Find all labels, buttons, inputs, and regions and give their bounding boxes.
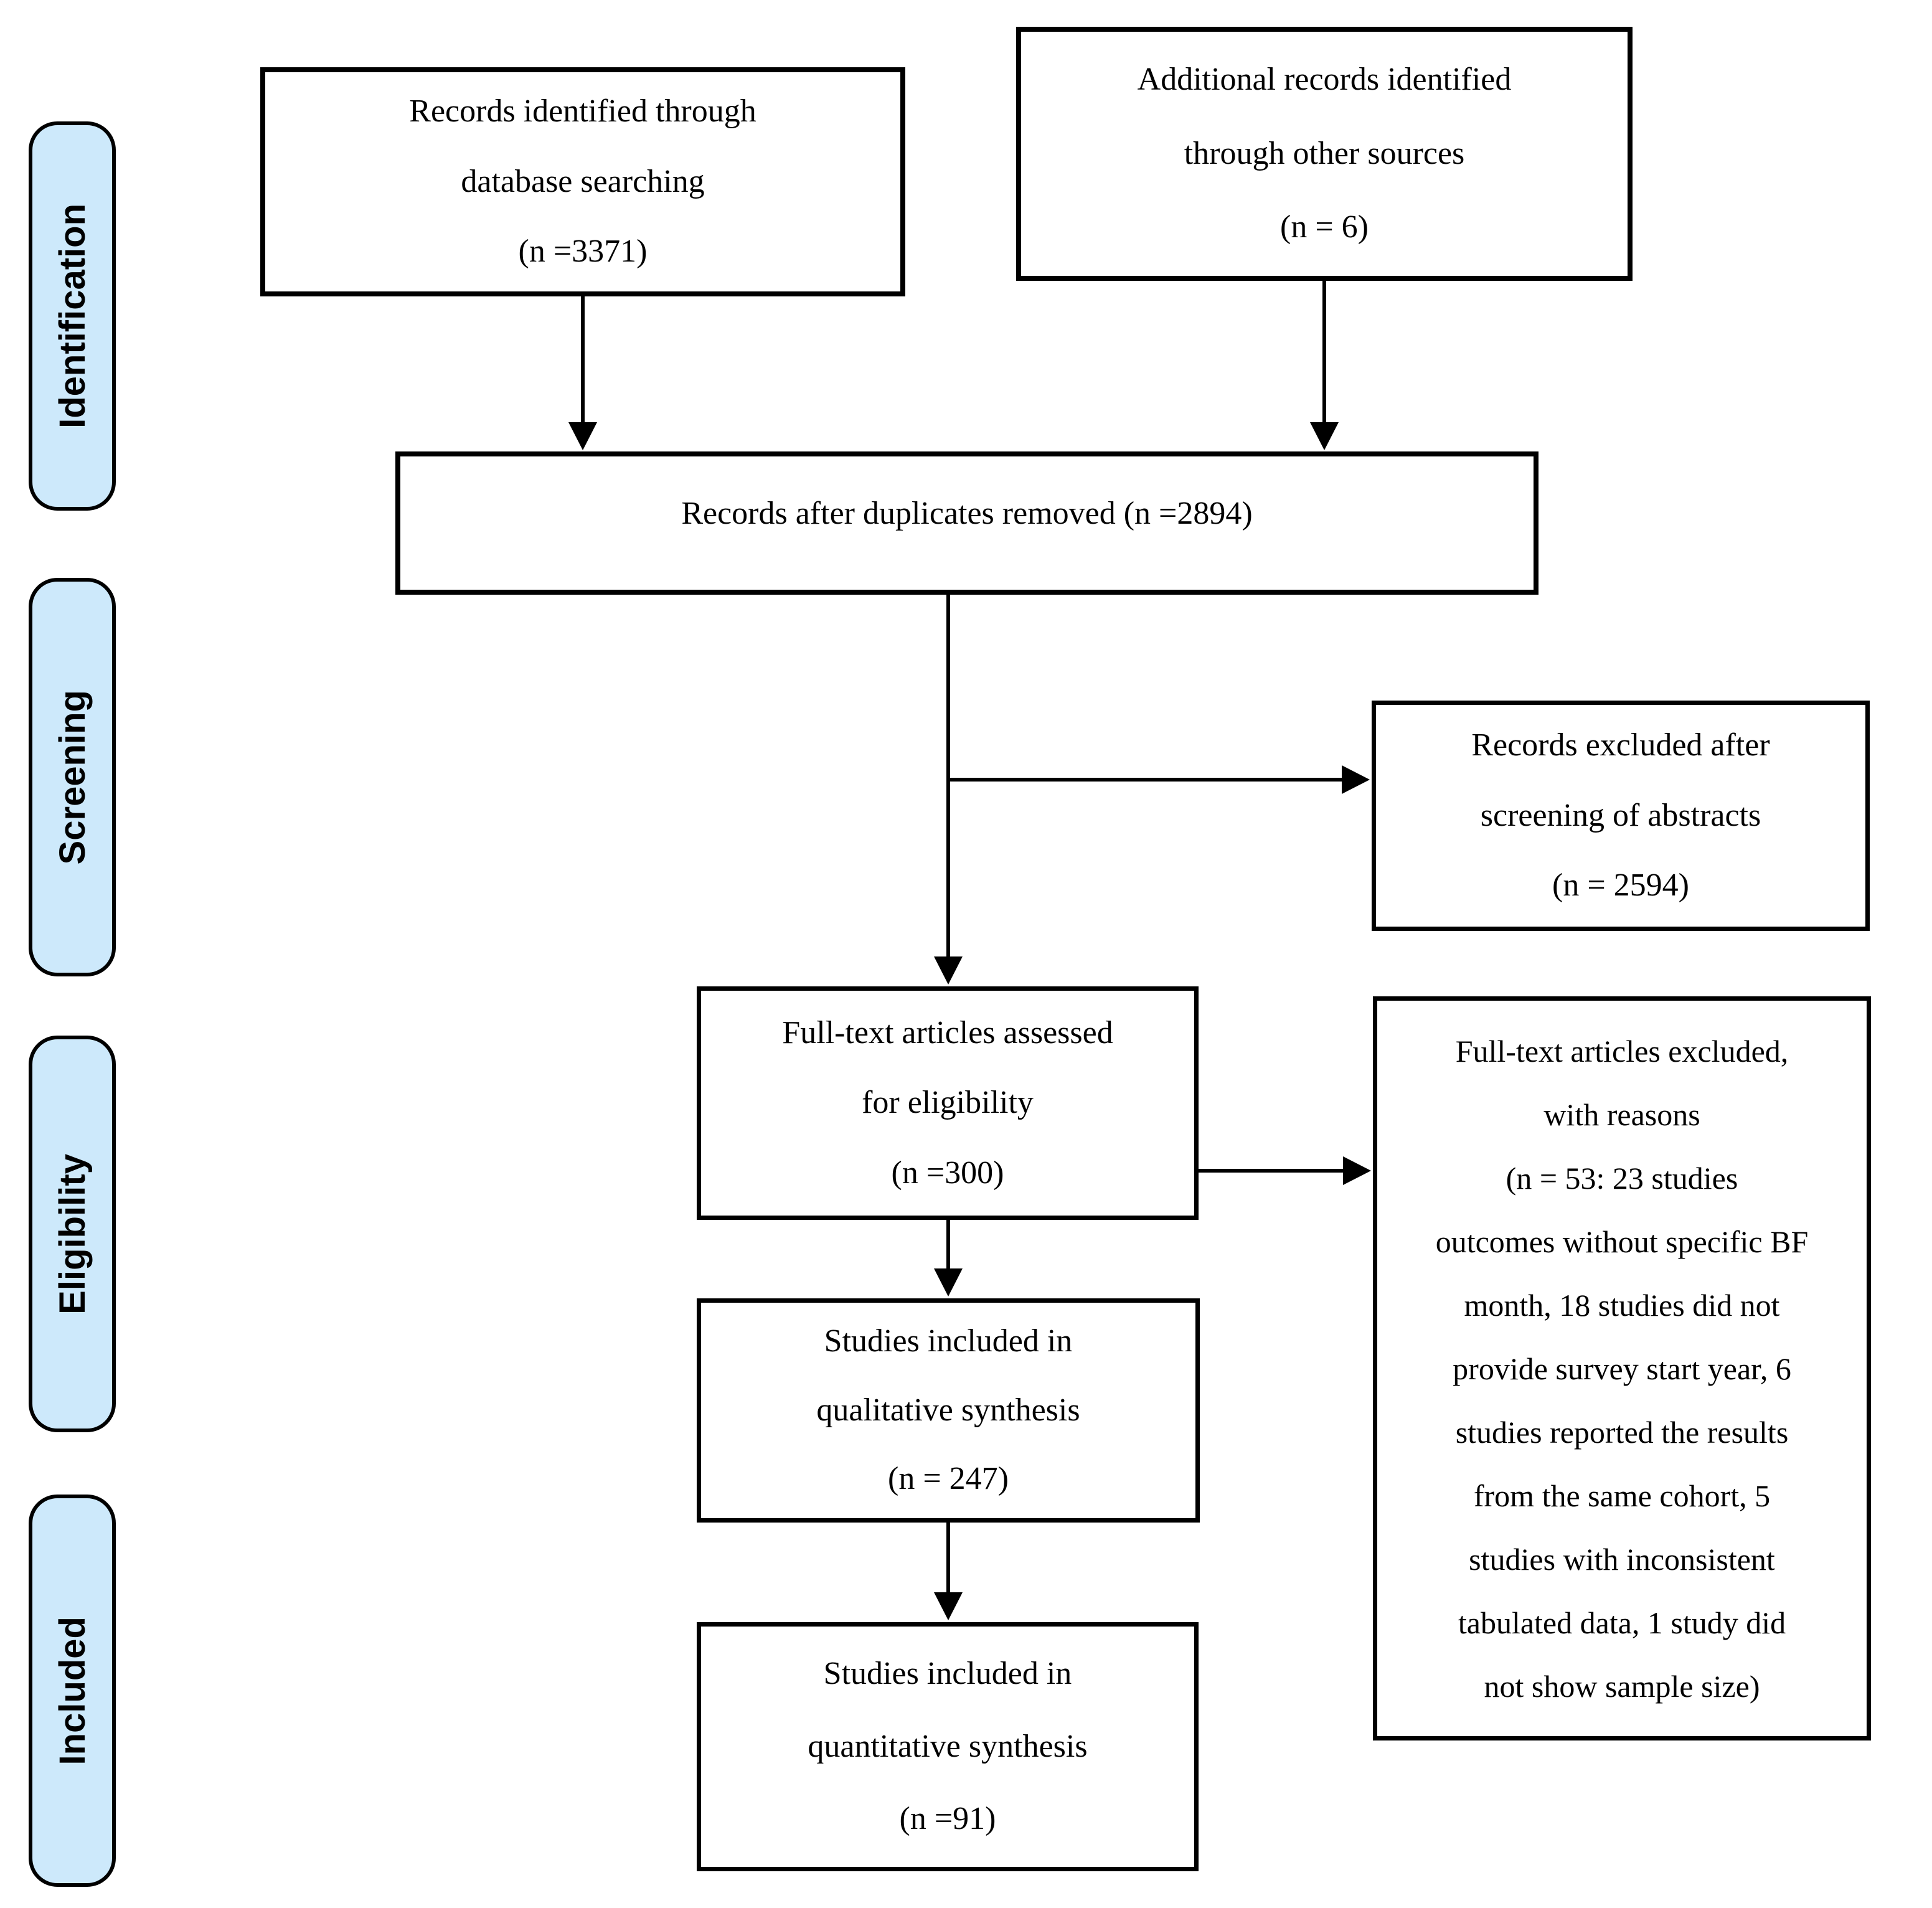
text-line: with reasons: [1543, 1097, 1700, 1132]
text-line: (n = 53: 23 studies: [1506, 1160, 1738, 1196]
text-line: not show sample size): [1484, 1668, 1760, 1704]
text-line: (n = 247): [888, 1461, 1009, 1497]
stage-label-text: Screening: [52, 689, 93, 865]
text-line: provide survey start year, 6: [1453, 1351, 1791, 1386]
text-line: Additional records identified: [1137, 62, 1512, 98]
flow-box-fulltext-excluded: Full-text articles excluded, with reason…: [1373, 996, 1871, 1740]
stage-label-text: Eligibility: [52, 1153, 93, 1315]
text-line: Records excluded after: [1471, 727, 1770, 763]
arrow-head-additional-down: [1310, 422, 1339, 450]
text-line: studies reported the results: [1455, 1414, 1789, 1450]
text-line: through other sources: [1184, 135, 1465, 171]
arrow-line-fulltext-down: [946, 1220, 950, 1270]
arrow-line-additional-down: [1322, 281, 1326, 424]
arrow-head-fulltext-excluded: [1343, 1156, 1371, 1185]
flow-box-duplicates-removed: Records after duplicates removed (n =289…: [395, 451, 1539, 595]
text-line: (n = 6): [1280, 209, 1369, 245]
flow-box-records-identified: Records identified through database sear…: [260, 67, 905, 296]
arrow-head-identified-down: [568, 422, 597, 450]
text-line: month, 18 studies did not: [1464, 1287, 1780, 1323]
flow-box-additional-records: Additional records identified through ot…: [1016, 27, 1633, 281]
flow-box-qualitative-synthesis: Studies included in qualitative synthesi…: [697, 1298, 1200, 1523]
arrow-line-screening-excluded: [948, 778, 1342, 782]
arrow-head-screening-excluded: [1342, 765, 1370, 794]
arrow-head-qualitative-down: [934, 1592, 963, 1620]
arrow-line-fulltext-excluded: [1199, 1169, 1344, 1173]
arrow-line-identified-down: [581, 296, 585, 424]
text-line: studies with inconsistent: [1469, 1541, 1775, 1577]
stage-label-identification: Identification: [29, 121, 116, 511]
arrow-head-duplicates-down: [934, 956, 963, 985]
text-line: Records identified through: [409, 93, 756, 130]
text-line: screening of abstracts: [1480, 797, 1761, 833]
text-line: quantitative synthesis: [808, 1728, 1088, 1764]
text-line: outcomes without specific BF: [1435, 1224, 1809, 1259]
stage-label-eligibility: Eligibility: [29, 1036, 116, 1432]
stage-label-text: Identification: [52, 204, 93, 428]
arrow-head-fulltext-down: [934, 1268, 963, 1296]
text-line: tabulated data, 1 study did: [1458, 1605, 1786, 1640]
text-line: Studies included in: [823, 1656, 1072, 1692]
text-line: Studies included in: [824, 1323, 1073, 1359]
stage-label-screening: Screening: [29, 578, 116, 976]
text-line: Full-text articles assessed: [782, 1014, 1113, 1051]
arrow-line-qualitative-down: [946, 1523, 950, 1594]
text-line: for eligibility: [862, 1085, 1034, 1121]
flow-box-records-excluded: Records excluded after screening of abst…: [1372, 701, 1870, 931]
text-line: from the same cohort, 5: [1473, 1478, 1771, 1513]
text-line: qualitative synthesis: [816, 1392, 1080, 1428]
flow-box-quantitative-synthesis: Studies included in quantitative synthes…: [697, 1622, 1199, 1871]
stage-label-included: Included: [29, 1495, 116, 1887]
text-line: (n =91): [899, 1801, 996, 1837]
text-line: Records after duplicates removed (n =289…: [681, 495, 1253, 531]
text-line: Full-text articles excluded,: [1455, 1033, 1789, 1069]
text-line: (n = 2594): [1552, 867, 1689, 904]
arrow-line-duplicates-down: [946, 595, 950, 958]
text-line: (n =300): [891, 1155, 1004, 1191]
flow-box-fulltext-assessed: Full-text articles assessed for eligibil…: [697, 986, 1199, 1220]
text-line: (n =3371): [518, 234, 648, 270]
text-line: database searching: [461, 163, 705, 199]
stage-label-text: Included: [52, 1616, 93, 1765]
